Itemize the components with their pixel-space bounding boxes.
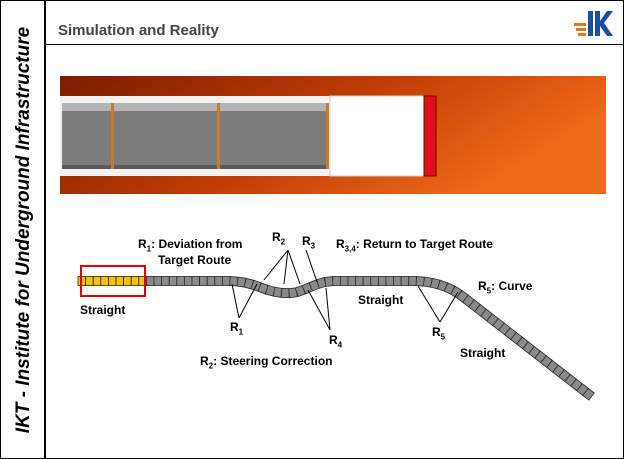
drill-segment (229, 276, 239, 287)
ikt-logo (574, 11, 613, 36)
label-r2-top: R2 (272, 230, 286, 247)
drill-segment (324, 276, 334, 287)
drill-segment (183, 276, 193, 286)
label-r5-curve: R5: Curve (478, 279, 533, 296)
label-straight-1: Straight (80, 303, 126, 317)
drill-segment (582, 387, 595, 401)
drill-segment (145, 276, 155, 286)
slide-title: Simulation and Reality (58, 22, 219, 39)
drill-segment (362, 276, 372, 286)
drill-segment (332, 276, 341, 286)
drill-segment (199, 276, 208, 286)
drill-segment (408, 276, 417, 286)
straight-highlight-box (80, 265, 146, 297)
label-r3-top: R3 (302, 234, 316, 251)
drill-segment (206, 276, 216, 286)
pipe-section (60, 76, 606, 194)
drill-segment (92, 276, 102, 286)
drill-segment (191, 276, 200, 286)
drill-segment (130, 276, 140, 286)
drill-segment (393, 276, 402, 286)
label-r4-bottom: R4 (329, 333, 343, 350)
drill-segment (355, 276, 364, 286)
pointer-lines (231, 249, 459, 331)
drill-segment (415, 276, 425, 287)
label-r1-deviation: R1: Deviation from (138, 237, 243, 254)
drill-segment (385, 276, 394, 286)
drill-segment (214, 276, 223, 286)
label-straight-2: Straight (358, 293, 404, 307)
drill-segment (161, 276, 170, 286)
drill-segment (400, 276, 410, 286)
label-target-route: Target Route (158, 253, 232, 267)
drill-segment (339, 276, 349, 286)
drill-segment (221, 276, 231, 286)
label-r34-return: R3,4: Return to Target Route (336, 237, 493, 254)
drill-segment (153, 276, 162, 286)
drill-segment (176, 276, 185, 286)
drill-segment (168, 276, 178, 286)
drill-segment (108, 276, 117, 286)
drill-segment (115, 276, 124, 286)
label-r2-steering: R2: Steering Correction (200, 354, 333, 371)
label-r5-bottom: R5 (432, 325, 446, 342)
drill-segment (272, 286, 283, 298)
drill-segment (281, 287, 290, 299)
drill-segment (370, 276, 379, 286)
sidebar-divider (44, 0, 46, 459)
label-r1-bottom: R1 (230, 320, 244, 337)
drill-segment (100, 276, 109, 286)
drill-segment (347, 276, 356, 286)
header-divider (46, 44, 624, 45)
drill-segment (85, 276, 94, 286)
drill-segment (377, 276, 387, 286)
drill-segment (123, 276, 132, 286)
label-straight-3: Straight (460, 346, 506, 360)
